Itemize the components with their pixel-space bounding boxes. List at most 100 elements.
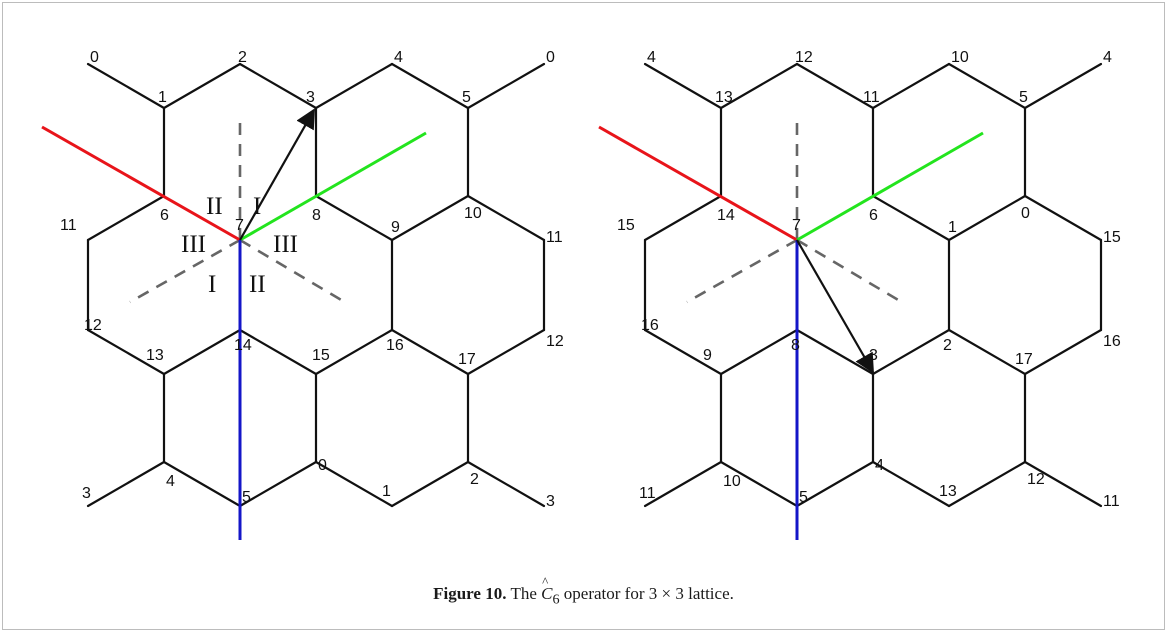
sector-label: II — [206, 193, 223, 220]
lattice-edge — [643, 460, 723, 508]
site-label: 9 — [703, 347, 712, 364]
site-label: 17 — [1015, 351, 1033, 368]
symmetry-dashed-axis — [796, 238, 906, 306]
site-label: 3 — [82, 485, 91, 502]
site-label: 3 — [306, 89, 315, 106]
site-label: 10 — [951, 49, 969, 66]
lattice-edge — [947, 194, 1027, 242]
sector-label: I — [253, 193, 261, 220]
sector-label: II — [249, 271, 266, 298]
operator-letter: C — [541, 584, 553, 603]
lattice-edge — [466, 62, 546, 110]
lattice-edge — [947, 328, 1027, 376]
site-label: 12 — [795, 49, 813, 66]
site-label: 11 — [639, 485, 656, 502]
lattice-edge — [719, 460, 799, 508]
lattice-edge — [390, 194, 470, 242]
site-label: 7 — [235, 217, 244, 234]
sector-label: III — [273, 231, 298, 258]
lattice-edge — [643, 328, 723, 376]
site-label: 6 — [869, 207, 878, 224]
lattice-edge — [314, 460, 394, 508]
lattice-edge — [643, 194, 723, 242]
site-label: 10 — [464, 205, 482, 222]
red-axis-line — [598, 125, 798, 242]
figure-caption: Figure 10. The C6 operator for 3 × 3 lat… — [0, 574, 1167, 608]
site-label: 8 — [312, 207, 321, 224]
lattice-edge — [162, 460, 242, 508]
lattice-edge — [947, 62, 1027, 110]
lattice-edge — [86, 62, 166, 110]
lattice-edge — [238, 62, 318, 110]
lattice-edge — [390, 328, 470, 376]
site-label: 16 — [1103, 333, 1121, 350]
site-label: 12 — [546, 333, 564, 350]
lattice-edge — [1023, 460, 1103, 508]
site-label: 0 — [318, 457, 327, 474]
site-label: 17 — [458, 351, 476, 368]
site-label: 11 — [60, 217, 77, 234]
lattice-edge — [314, 194, 394, 242]
lattice-edge — [162, 328, 242, 376]
site-label: 5 — [799, 489, 808, 506]
site-label: 15 — [312, 347, 330, 364]
lattice-edge — [466, 328, 546, 376]
lattice-edge — [86, 460, 166, 508]
site-label: 15 — [1103, 229, 1121, 246]
site-label: 4 — [1103, 49, 1112, 66]
figure-label: Figure 10. — [433, 584, 507, 603]
site-label: 1 — [158, 89, 167, 106]
site-label: 11 — [1103, 493, 1120, 510]
rotation-arrow — [796, 239, 874, 374]
lattice-edge — [643, 62, 723, 110]
lattice-edge — [238, 460, 318, 508]
lattice-edge — [947, 460, 1027, 508]
site-label: 9 — [391, 219, 400, 236]
lattice-edge — [466, 194, 546, 242]
lattice-edge — [719, 328, 799, 376]
lattice-edge — [466, 460, 546, 508]
lattice-edge — [871, 62, 951, 110]
site-label: 13 — [939, 483, 957, 500]
rotation-arrow — [239, 108, 315, 241]
operator-subscript: 6 — [552, 591, 560, 608]
site-label: 4 — [875, 457, 884, 474]
left-lattice-diagram: 01234501167891011121314151617123450123II… — [41, 49, 564, 540]
lattice-edge — [390, 62, 470, 110]
site-label: 16 — [386, 337, 404, 354]
sector-label: I — [208, 271, 216, 298]
caption-text-before: The — [510, 584, 537, 603]
site-label: 14 — [234, 337, 252, 354]
lattice-edge — [162, 62, 242, 110]
site-label: 0 — [546, 49, 555, 66]
site-label: 3 — [546, 493, 555, 510]
site-label: 12 — [84, 317, 102, 334]
lattice-edge — [86, 328, 166, 376]
site-label: 4 — [647, 49, 656, 66]
lattice-edge — [871, 460, 951, 508]
site-label: 5 — [242, 489, 251, 506]
lattice-edge — [1023, 194, 1103, 242]
symmetry-dashed-axis — [686, 238, 798, 304]
lattice-edge — [314, 328, 394, 376]
right-lattice-diagram: 4131211105415147610151698321716111054131… — [598, 49, 1121, 540]
green-axis-line — [239, 131, 427, 242]
site-label: 2 — [470, 471, 479, 488]
site-label: 13 — [146, 347, 164, 364]
site-label: 4 — [166, 473, 175, 490]
lattice-edge — [314, 62, 394, 110]
green-axis-line — [796, 131, 984, 242]
site-label: 1 — [382, 483, 391, 500]
lattice-edge — [795, 460, 875, 508]
sector-label: III — [181, 231, 206, 258]
site-label: 11 — [546, 229, 563, 246]
site-label: 3 — [869, 347, 878, 364]
site-label: 13 — [715, 89, 733, 106]
caption-text-after: operator for 3 × 3 lattice. — [563, 584, 734, 603]
site-label: 7 — [792, 217, 801, 234]
operator-symbol: C — [541, 574, 553, 604]
lattice-edge — [871, 194, 951, 242]
lattice-edge — [238, 328, 318, 376]
site-label: 14 — [717, 207, 735, 224]
